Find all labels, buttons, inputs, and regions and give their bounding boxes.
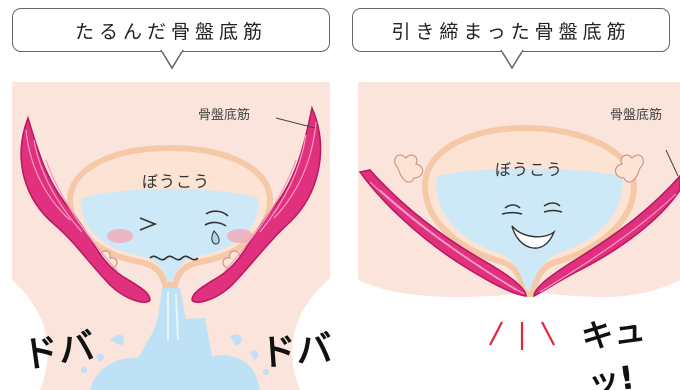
bladder-label-right: ぼうこう [495,160,564,179]
squeeze-marks [489,321,555,350]
left-illustration [12,82,330,390]
muscle-label-right: 骨盤底筋 [610,108,663,123]
left-panel: たるんだ骨盤底筋 骨盤底筋 ぼうこう ドバ ドバ [12,8,334,390]
right-panel-hand-right [614,154,644,183]
bubble-tail-left [160,50,184,70]
muscle-label-left: 骨盤底筋 [198,108,251,123]
right-illustration [358,82,680,350]
right-panel: 引き締まった骨盤底筋 骨盤底筋 ぼうこう キュッ! [340,0,680,390]
bladder-right [421,124,638,297]
bubble-tail-right [500,50,524,70]
pelvic-muscle-left-sagging [20,115,151,303]
pelvic-muscle-left-tight [358,169,527,297]
sfx-doba-right: ドバ [258,328,334,375]
bladder-label-left: ぼうこう [142,172,211,191]
leaking-water [81,288,269,390]
right-panel-hand-left [394,154,424,183]
title-bubble-right: 引き締まった骨盤底筋 [352,8,670,52]
sfx-doba-left: ドバ [19,326,98,377]
title-left: たるんだ骨盤底筋 [74,20,267,43]
sfx-kyu: キュッ! [578,310,648,390]
title-right: 引き締まった骨盤底筋 [391,20,631,43]
title-bubble-left: たるんだ骨盤底筋 [12,8,330,52]
pelvic-muscle-right-sagging [191,105,322,303]
bladder-left [66,144,274,288]
pelvic-muscle-right-tight [533,174,680,298]
